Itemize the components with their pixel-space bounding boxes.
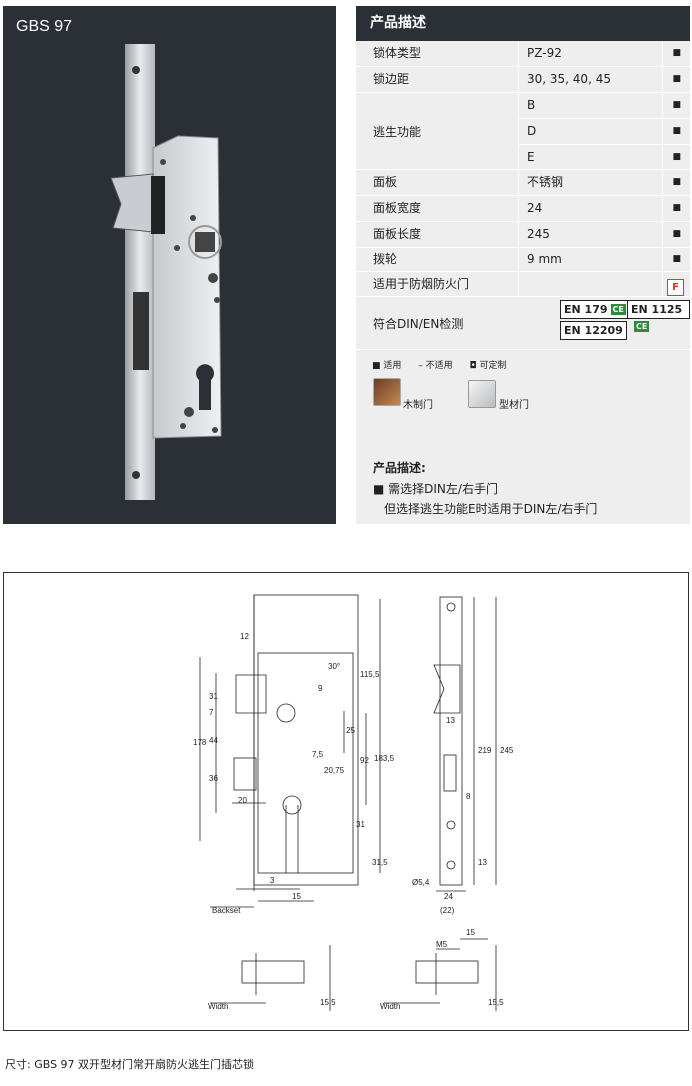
applicable-mark: ■ [672,229,681,239]
dim-label: 3 [270,876,275,885]
row-label: 锁边距 [373,72,410,86]
dim-label: 178 [193,738,207,747]
product-title: GBS 97 [16,18,73,35]
legend-customizable: ◘ 可定制 [469,361,507,371]
dim-label: (22) [440,906,455,915]
width-label: Width [380,1002,400,1011]
dim-label: 115,5 [360,670,380,679]
dim-label: 30° [328,662,340,671]
row-label: 拨轮 [373,252,398,266]
fire-door-label: 适用于防烟防火门 [373,277,470,291]
fire-door-icon: F [667,279,684,296]
en12209-badge: EN 12209 [560,321,627,340]
spec-row: 面板宽度 24 ■ [356,196,690,222]
legend: ■ 适用 – 不适用 ◘ 可定制 [372,358,520,371]
row-value: D [527,124,537,138]
applicable-mark: ■ [672,48,681,58]
wood-door-icon [373,378,401,406]
spec-row: 面板长度 245 ■ [356,222,690,248]
spec-row-group: 逃生功能 [356,93,518,170]
dim-label: 219 [478,746,492,755]
dim-label: 15,5 [488,998,504,1007]
dim-label: 13 [446,716,455,725]
row-value: B [527,98,536,112]
dim-label: 36 [209,774,218,783]
dim-label: Ø5,4 [412,878,430,887]
dim-label: 20,75 [324,766,345,775]
dim-label: 8 [466,792,471,801]
technical-drawing: 12 31 7 44 36 20 178 3 15 30° 9 25 7,5 2… [3,572,689,1031]
product-photo-panel: GBS 97 [3,6,336,524]
dim-label: 9 [318,684,323,693]
dim-label: 13 [478,858,487,867]
row-value: 245 [527,227,550,241]
legend-applicable: ■ 适用 [372,361,402,371]
row-label: 面板 [373,175,398,189]
dim-label: M5 [436,940,448,949]
spec-table-panel: 产品描述 锁体类型 PZ-92 ■ 锁边距 30, 35, 40, 45 ■ 逃… [356,6,690,524]
description-line: 但选择逃生功能E时适用于DIN左/右手门 [384,502,598,516]
description-title: 产品描述: [373,461,426,475]
backset-label: Backset [212,906,241,915]
din-label: 符合DIN/EN检测 [373,317,464,331]
spec-row: 适用于防烟防火门 [356,272,690,297]
spec-row: 拨轮 9 mm ■ [356,248,690,272]
dim-label: 12 [240,632,249,641]
spec-row: 锁体类型 PZ-92 ■ [356,41,690,67]
spec-row: 面板 不锈钢 ■ [356,170,690,196]
spec-header: 产品描述 [356,6,690,41]
figure-caption: 尺寸: GBS 97 双开型材门常开扇防火逃生门插芯锁 [5,1058,255,1071]
dim-label: 31 [356,820,365,829]
row-value: 不锈钢 [527,175,564,189]
spec-row: 锁边距 30, 35, 40, 45 ■ [356,67,690,93]
dim-label: 44 [209,736,218,745]
dim-label: 15 [292,892,301,901]
lock-body-illustration [110,44,222,500]
dim-label: 245 [500,746,514,755]
column-divider [518,41,519,296]
column-divider [662,41,663,296]
dim-label: 25 [346,726,355,735]
applicable-mark: ■ [672,100,681,110]
dim-label: 31,5 [372,858,388,867]
applicable-mark: ■ [672,74,681,84]
row-value: 24 [527,201,543,215]
row-value: 30, 35, 40, 45 [527,72,611,86]
dim-label: 183,5 [374,754,395,763]
applicable-mark: ■ [672,177,681,187]
spec-row: 符合DIN/EN检测 [356,297,690,350]
dim-label: 92 [360,756,369,765]
dim-label: 15 [466,928,475,937]
legend-not-applicable: – 不适用 [418,361,453,371]
row-label: 逃生功能 [373,125,422,139]
profile-door-icon [468,380,496,408]
row-label: 面板长度 [373,227,422,241]
en1125-badge: EN 1125CE [627,300,690,332]
dim-label: 7 [209,708,214,717]
spec-row: E ■ [519,145,690,170]
row-value: E [527,150,535,164]
row-label: 锁体类型 [373,46,422,60]
spec-row: B ■ [519,93,690,119]
row-label: 面板宽度 [373,201,422,215]
row-value: 9 mm [527,252,562,266]
applicable-mark: ■ [672,126,681,136]
applicable-mark: ■ [672,254,681,264]
dimension-drawing: 12 31 7 44 36 20 178 3 15 30° 9 25 7,5 2… [193,594,514,1011]
description-line: ■ 需选择DIN左/右手门 [373,482,498,496]
dim-label: 31 [209,692,218,701]
spec-row: D ■ [519,119,690,145]
applicable-mark: ■ [672,203,681,213]
dim-label: 24 [444,892,453,901]
profile-door-label: 型材门 [499,400,529,411]
wood-door-label: 木制门 [403,400,433,411]
dim-label: 7,5 [312,750,324,759]
dim-label: 15,5 [320,998,336,1007]
applicable-mark: ■ [672,152,681,162]
dim-label: 20 [238,796,247,805]
row-value: PZ-92 [527,46,562,60]
width-label: Width [208,1002,228,1011]
